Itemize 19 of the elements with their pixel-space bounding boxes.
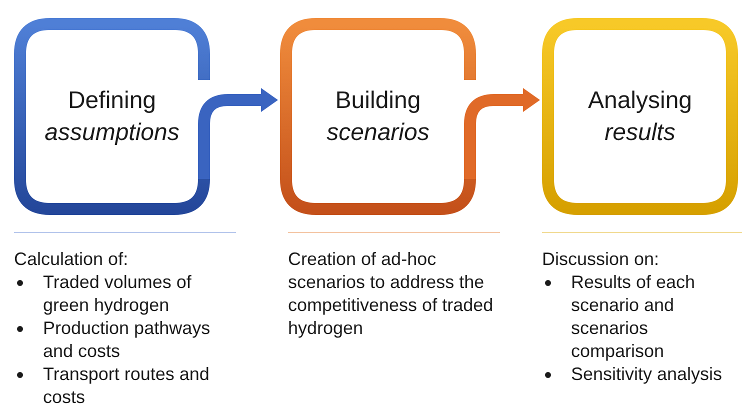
step-title: Defining <box>68 86 156 116</box>
step-frame <box>542 18 738 215</box>
description-text: Calculation of: <box>14 248 130 271</box>
step-subtitle: scenarios <box>326 118 430 148</box>
arrow <box>198 88 278 179</box>
step-title: Analysing <box>588 86 692 116</box>
description-text: Creation of ad-hoc scenarios to address the competitiveness of traded hydrogen <box>288 248 494 340</box>
step-frame <box>14 18 210 215</box>
bullet-item: Transport routes and costs <box>43 364 210 407</box>
description-text: Discussion on: <box>542 248 660 271</box>
step-frame <box>280 18 476 215</box>
bullet-item: Production pathways and costs <box>43 318 210 361</box>
arrow <box>464 88 540 179</box>
step-subtitle: results <box>604 118 676 148</box>
step-title: Building <box>335 86 421 116</box>
step-subtitle: assumptions <box>44 118 180 148</box>
bullet-item: Traded volumes of green hydrogen <box>43 272 192 315</box>
bullet-item: Sensitivity analysis <box>571 364 722 384</box>
bullet-item: Results of each scenario and scenarios comparison <box>571 272 696 361</box>
